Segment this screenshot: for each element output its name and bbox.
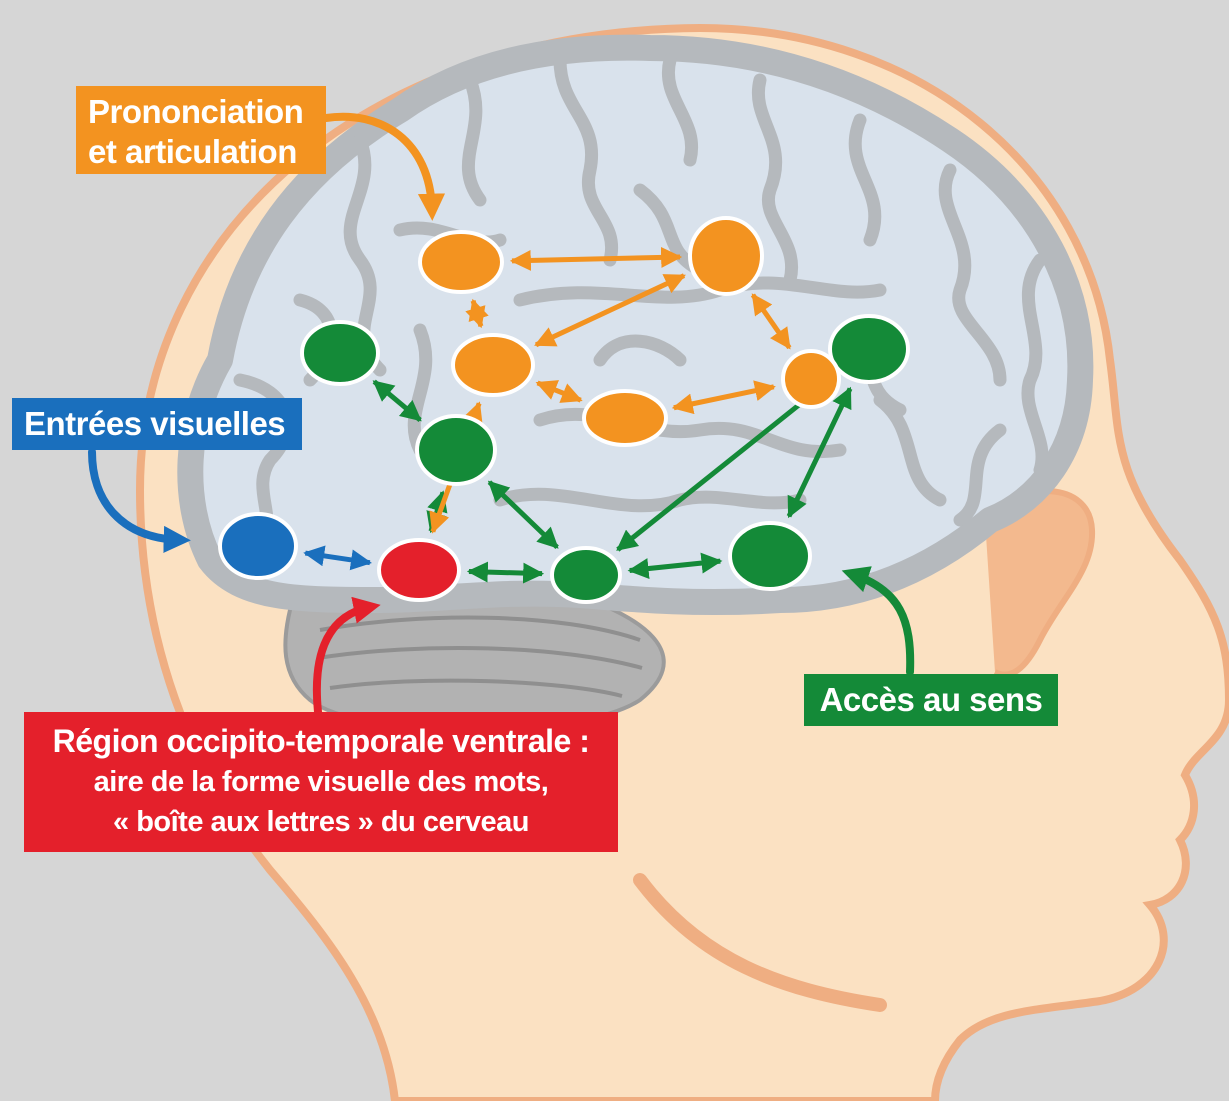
connection-orange-3-orange-4 xyxy=(535,380,583,403)
label-meaning-access: Accès au sens xyxy=(804,674,1058,726)
node-green-3 xyxy=(550,546,622,604)
callout-arrow-meaning xyxy=(841,566,915,676)
callout-arrows xyxy=(88,112,915,716)
connection-orange-3-orange-2 xyxy=(534,273,686,348)
node-vwfa xyxy=(377,538,461,602)
label-vwfa-line3: « boîte aux lettres » du cerveau xyxy=(113,806,529,838)
label-meaning-text: Accès au sens xyxy=(819,681,1043,718)
callout-arrow-vwfa xyxy=(312,596,381,716)
label-vwfa-line1: Région occipito-temporale ventrale : xyxy=(52,723,590,759)
network-nodes xyxy=(218,216,910,604)
connection-vwfa-green-3 xyxy=(466,561,545,584)
label-visual-input: Entrées visuelles xyxy=(12,398,302,450)
label-visual-input-text: Entrées visuelles xyxy=(24,405,286,442)
node-orange-1 xyxy=(418,230,504,294)
network-connections xyxy=(303,246,853,584)
label-visual-word-form-area: Région occipito-temporale ventrale : air… xyxy=(24,712,618,852)
connection-orange-1-orange-2 xyxy=(509,246,683,271)
label-pronunciation-articulation: Prononciation et articulation xyxy=(76,86,326,174)
connection-green-4-green-5 xyxy=(786,386,853,519)
connection-green-3-green-4 xyxy=(627,552,723,579)
connection-orange-4-orange-5 xyxy=(671,380,776,415)
label-pronunciation-line1: Prononciation xyxy=(88,93,304,130)
node-green-2 xyxy=(415,414,497,486)
callout-arrow-visual-input xyxy=(88,448,191,554)
callout-arrow-pronunciation xyxy=(322,112,446,221)
connection-green-2-green-3 xyxy=(487,480,559,550)
label-pronunciation-line2: et articulation xyxy=(88,133,297,170)
connection-green-1-green-2 xyxy=(372,379,422,422)
label-vwfa-line2: aire de la forme visuelle des mots, xyxy=(93,766,549,798)
connection-orange-1-orange-3 xyxy=(465,298,489,329)
node-green-1 xyxy=(300,320,380,386)
node-orange-3 xyxy=(451,333,535,397)
node-green-5 xyxy=(828,314,910,384)
node-visual-input xyxy=(218,512,298,580)
node-orange-2 xyxy=(688,216,764,296)
jaw-line xyxy=(633,873,887,1012)
node-orange-5 xyxy=(781,349,841,409)
connection-orange-2-orange-5 xyxy=(750,293,792,350)
node-green-4 xyxy=(728,521,812,591)
node-orange-4 xyxy=(582,389,668,447)
connection-visual-input-vwfa xyxy=(303,545,372,571)
